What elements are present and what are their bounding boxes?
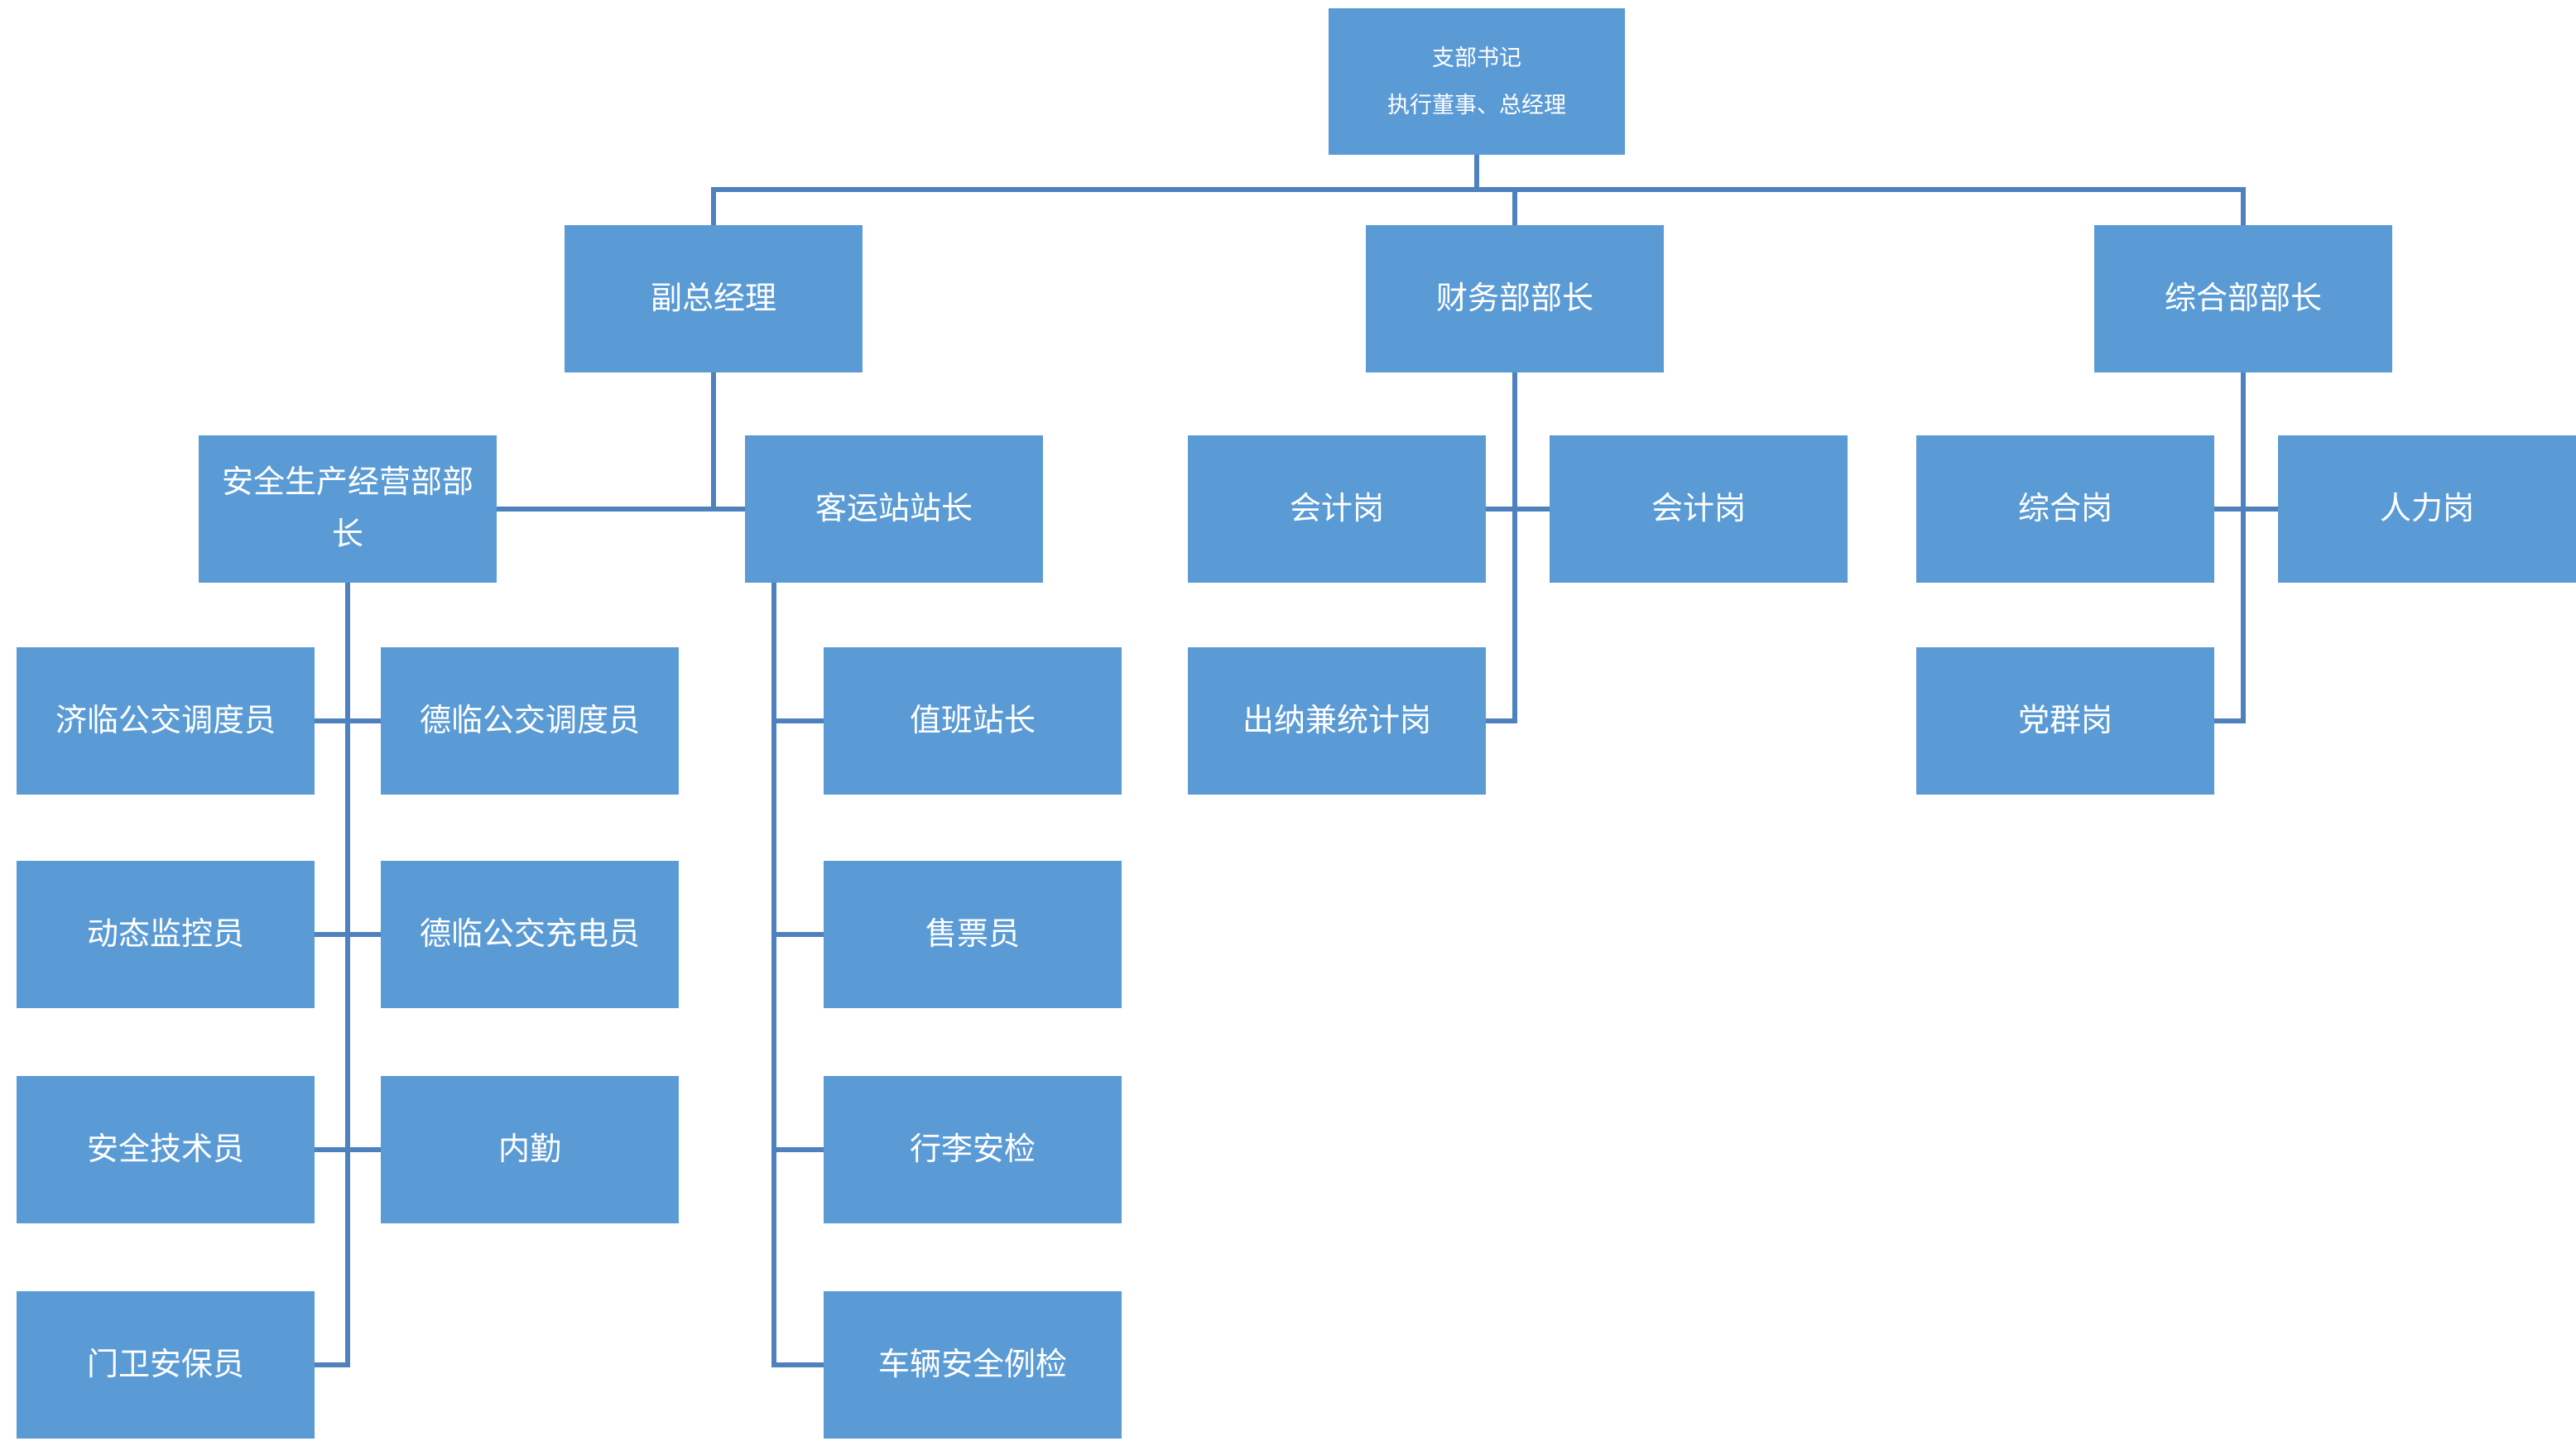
connector-c7 xyxy=(497,507,745,512)
org-node-general-dept-head: 综合部部长 xyxy=(2094,225,2392,372)
org-node-accountant-2: 会计岗 xyxy=(1550,435,1848,583)
connector-c9 xyxy=(315,718,381,723)
org-node-delin-bus-dispatcher: 德临公交调度员 xyxy=(381,647,679,795)
connector-c22 xyxy=(2214,507,2278,512)
connector-c15 xyxy=(771,932,824,937)
org-node-label: 支部书记 xyxy=(1432,45,1521,70)
org-node-label: 动态监控员 xyxy=(86,916,244,952)
connector-c17 xyxy=(771,1362,824,1367)
org-node-label: 安全生产经营部部 xyxy=(221,465,473,501)
org-node-label: 门卫安保员 xyxy=(86,1347,244,1382)
org-node-accountant-1: 会计岗 xyxy=(1188,435,1486,583)
org-node-passenger-station-chief: 客运站站长 xyxy=(745,435,1043,583)
org-node-baggage-security: 行李安检 xyxy=(824,1076,1122,1223)
org-node-party-affairs-post: 党群岗 xyxy=(1916,647,2214,795)
org-node-office-clerk: 内勤 xyxy=(381,1076,679,1223)
org-node-label: 执行董事、总经理 xyxy=(1387,92,1566,118)
connector-c23 xyxy=(2214,718,2246,723)
connector-c8 xyxy=(345,583,350,1367)
org-node-label: 会计岗 xyxy=(1651,491,1746,526)
org-node-jilin-bus-dispatcher: 济临公交调度员 xyxy=(17,647,315,795)
connector-c18 xyxy=(1512,372,1517,723)
org-node-label: 内勤 xyxy=(497,1131,561,1167)
connector-c19 xyxy=(1486,507,1550,512)
org-node-label: 长 xyxy=(331,517,363,552)
org-node-label: 出纳兼统计岗 xyxy=(1242,703,1431,738)
org-node-label: 党群岗 xyxy=(2017,703,2112,738)
connector-c10 xyxy=(315,932,381,937)
org-node-label: 德临公交充电员 xyxy=(419,916,640,952)
connector-c2 xyxy=(711,187,2246,192)
connector-c4 xyxy=(1512,187,1517,225)
org-node-label: 会计岗 xyxy=(1289,491,1384,526)
org-node-deputy-gm: 副总经理 xyxy=(565,225,863,372)
org-node-label: 行李安检 xyxy=(909,1131,1036,1167)
org-node-label: 值班站长 xyxy=(909,703,1036,738)
org-node-label: 济临公交调度员 xyxy=(55,703,276,738)
org-node-label: 客运站站长 xyxy=(815,491,973,526)
org-node-dynamic-monitor: 动态监控员 xyxy=(17,861,315,1008)
connector-c11 xyxy=(315,1147,381,1152)
org-node-label: 综合部部长 xyxy=(2164,281,2322,316)
org-node-vehicle-safety-inspection: 车辆安全例检 xyxy=(824,1291,1122,1439)
org-node-label: 车辆安全例检 xyxy=(877,1347,1067,1382)
org-node-label: 售票员 xyxy=(925,916,1020,952)
org-node-label: 财务部部长 xyxy=(1435,281,1593,316)
connector-c16 xyxy=(771,1147,824,1152)
connector-c3 xyxy=(711,187,716,225)
connector-c21 xyxy=(2241,372,2246,723)
org-node-branch-secretary-gm: 支部书记执行董事、总经理 xyxy=(1329,8,1625,155)
org-node-general-affairs-post: 综合岗 xyxy=(1916,435,2214,583)
connector-c12 xyxy=(315,1362,350,1367)
org-node-label: 安全技术员 xyxy=(86,1131,244,1167)
connector-c6 xyxy=(711,372,716,512)
org-node-label: 综合岗 xyxy=(2017,491,2112,526)
org-node-safety-technician: 安全技术员 xyxy=(17,1076,315,1223)
connector-c14 xyxy=(771,718,824,723)
org-node-gate-security-guard: 门卫安保员 xyxy=(17,1291,315,1439)
org-node-label: 德临公交调度员 xyxy=(419,703,640,738)
org-node-label: 副总经理 xyxy=(650,281,776,316)
connector-c13 xyxy=(771,583,776,1367)
org-node-label: 人力岗 xyxy=(2379,491,2474,526)
org-node-duty-station-chief: 值班站长 xyxy=(824,647,1122,795)
org-node-safety-ops-dept-head: 安全生产经营部部长 xyxy=(199,435,497,583)
connector-c1 xyxy=(1474,155,1479,192)
org-node-ticket-seller: 售票员 xyxy=(824,861,1122,1008)
org-node-cashier-statistician: 出纳兼统计岗 xyxy=(1188,647,1486,795)
org-node-delin-bus-charger: 德临公交充电员 xyxy=(381,861,679,1008)
org-node-hr-post: 人力岗 xyxy=(2278,435,2576,583)
connector-c5 xyxy=(2241,187,2246,225)
org-node-finance-dept-head: 财务部部长 xyxy=(1366,225,1664,372)
connector-c20 xyxy=(1486,718,1517,723)
